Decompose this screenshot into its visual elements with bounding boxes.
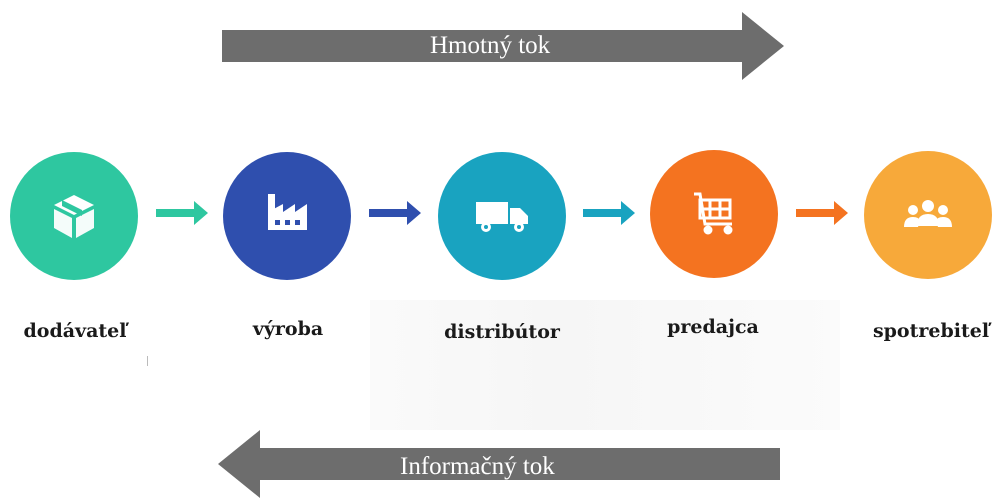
stage-production-circle — [223, 152, 351, 280]
connector-retailer-consumer — [796, 201, 848, 225]
stage-label-distributor: distribútor — [444, 321, 560, 343]
shopping-cart-icon — [694, 192, 733, 235]
factory-icon — [268, 194, 307, 230]
information-flow-arrow: Informačný tok — [218, 430, 780, 498]
connector-distributor-retailer — [583, 201, 635, 225]
divider-tick — [147, 356, 148, 366]
material-flow-label: Hmotný tok — [430, 32, 551, 59]
stage-label-retailer: predajca — [667, 316, 759, 338]
truck-icon — [476, 202, 528, 232]
package-icon — [54, 195, 94, 238]
stage-supplier-circle — [10, 152, 138, 280]
stage-retailer-circle — [650, 150, 778, 278]
background-panel — [370, 300, 840, 430]
stage-label-production: výroba — [252, 318, 324, 340]
connector-production-distributor — [369, 201, 421, 225]
left-arrow-shape — [218, 430, 780, 498]
connector-supplier-production — [156, 201, 208, 225]
stage-distributor-circle — [438, 152, 566, 280]
stage-consumer-circle — [864, 151, 992, 279]
right-arrow-shape — [222, 12, 784, 80]
material-flow-arrow: Hmotný tok — [222, 12, 784, 80]
information-flow-label: Informačný tok — [400, 453, 555, 480]
stage-label-supplier: dodávateľ — [23, 320, 127, 342]
stage-label-consumer: spotrebiteľ — [872, 320, 990, 342]
people-icon — [904, 200, 952, 227]
